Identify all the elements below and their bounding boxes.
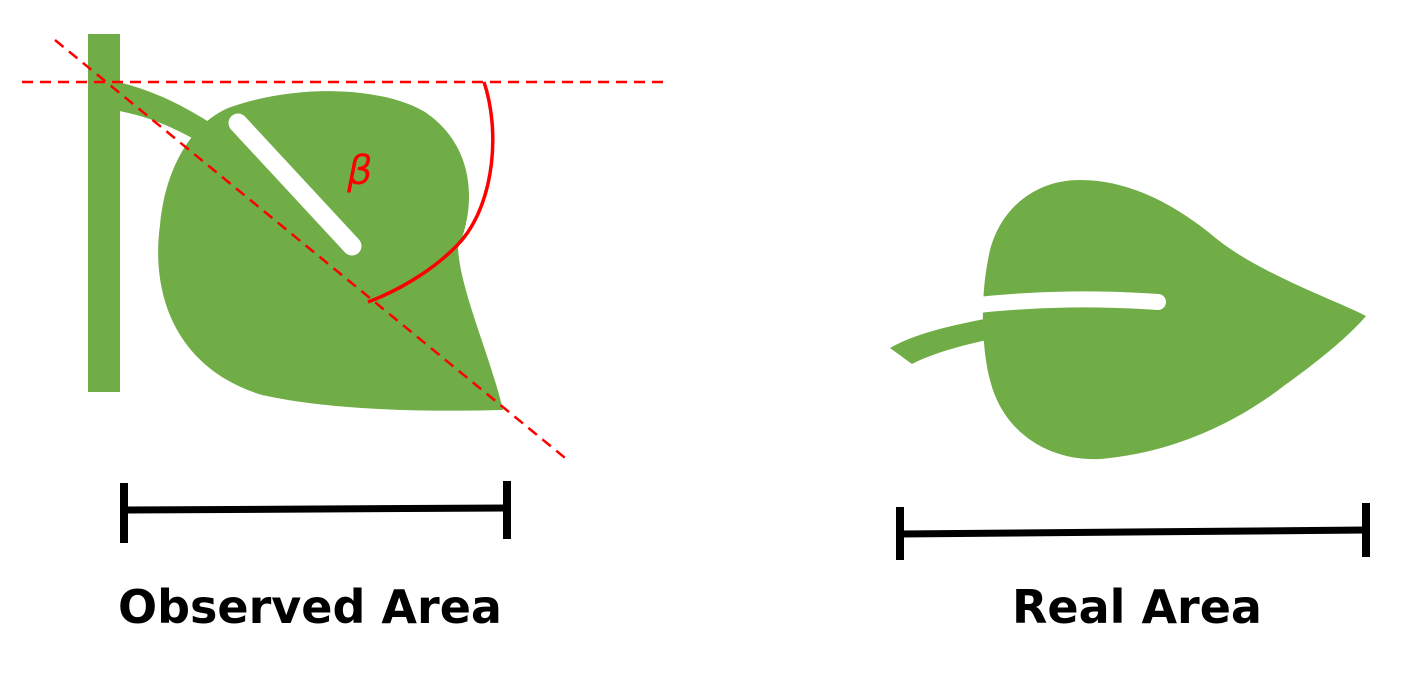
observed-leaf-panel: β (22, 34, 668, 543)
real-scale-bar (896, 503, 1370, 560)
real-leaf-blade (982, 180, 1366, 460)
real-leaf-midrib (960, 291, 1166, 314)
angle-arc (367, 81, 495, 304)
observed-leaf-midrib (228, 113, 362, 256)
real-leaf-panel (890, 180, 1370, 560)
leaf-axis-line (54, 39, 571, 463)
observed-leaf-blade (158, 91, 503, 411)
observed-scale-bar (120, 481, 511, 543)
observed-area-caption: Observed Area (118, 580, 502, 634)
real-area-caption: Real Area (1012, 580, 1262, 634)
angle-beta-label: β (346, 148, 373, 194)
real-leaf-petiole (890, 305, 1055, 364)
